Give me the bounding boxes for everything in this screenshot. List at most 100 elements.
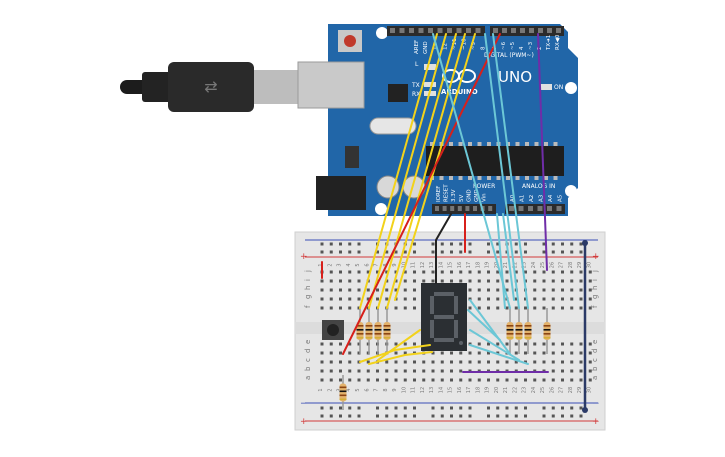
terminal-hole[interactable] [413,342,416,346]
resistor[interactable] [383,308,391,354]
terminal-hole[interactable] [505,342,509,346]
rail-hole[interactable] [385,414,389,418]
terminal-hole[interactable] [440,351,444,355]
rail-hole[interactable] [505,406,509,410]
terminal-hole[interactable] [366,297,370,301]
terminal-hole[interactable] [459,378,463,382]
header-pin[interactable] [390,28,395,33]
terminal-hole[interactable] [320,342,324,346]
terminal-hole[interactable] [505,378,509,382]
terminal-hole[interactable] [394,360,398,364]
rail-hole[interactable] [459,250,463,254]
rail-hole[interactable] [561,414,564,418]
header-pin[interactable] [502,28,507,33]
terminal-hole[interactable] [348,369,352,373]
rail-hole[interactable] [579,406,583,410]
rail-hole[interactable] [459,406,463,410]
terminal-hole[interactable] [413,279,416,283]
header-pin[interactable] [509,206,514,211]
terminal-hole[interactable] [431,351,435,355]
terminal-hole[interactable] [496,297,500,301]
terminal-hole[interactable] [579,288,583,292]
rail-hole[interactable] [339,250,342,254]
rail-hole[interactable] [329,414,333,418]
rail-hole[interactable] [570,242,574,246]
wire-yellow[interactable] [386,33,466,309]
rail-hole[interactable] [403,414,407,418]
terminal-hole[interactable] [570,279,574,283]
terminal-hole[interactable] [329,369,333,373]
terminal-hole[interactable] [339,369,342,373]
terminal-hole[interactable] [579,378,583,382]
terminal-hole[interactable] [394,306,398,310]
terminal-hole[interactable] [394,288,398,292]
header-pin[interactable] [437,28,443,33]
header-pin[interactable] [556,28,561,33]
terminal-hole[interactable] [496,279,500,283]
terminal-hole[interactable] [542,270,546,274]
resistor[interactable] [374,308,382,354]
terminal-hole[interactable] [320,378,324,382]
terminal-hole[interactable] [468,279,472,283]
resistor[interactable] [339,375,347,410]
rail-hole[interactable] [339,242,342,246]
rail-hole[interactable] [413,406,416,410]
rail-hole[interactable] [348,414,352,418]
terminal-hole[interactable] [468,270,472,274]
terminal-hole[interactable] [487,279,490,283]
terminal-hole[interactable] [339,270,342,274]
terminal-hole[interactable] [394,279,398,283]
terminal-hole[interactable] [403,297,407,301]
rail-hole[interactable] [339,414,342,418]
rail-hole[interactable] [542,414,546,418]
terminal-hole[interactable] [422,360,426,364]
rail-hole[interactable] [431,242,435,246]
rail-hole[interactable] [468,414,472,418]
terminal-hole[interactable] [394,270,398,274]
header-pin[interactable] [488,206,493,211]
terminal-hole[interactable] [533,360,537,364]
terminal-hole[interactable] [450,378,453,382]
header-pin[interactable] [428,28,433,33]
terminal-hole[interactable] [329,270,333,274]
terminal-hole[interactable] [579,369,583,373]
terminal-hole[interactable] [487,288,490,292]
terminal-hole[interactable] [561,288,564,292]
terminal-hole[interactable] [357,279,361,283]
rail-hole[interactable] [394,414,398,418]
rail-hole[interactable] [329,242,333,246]
terminal-hole[interactable] [385,378,389,382]
resistor[interactable] [506,308,514,354]
rail-hole[interactable] [468,242,472,246]
terminal-hole[interactable] [357,288,361,292]
terminal-hole[interactable] [357,351,361,355]
resistor[interactable] [356,308,364,354]
terminal-hole[interactable] [514,270,518,274]
header-pin[interactable] [511,28,516,33]
terminal-hole[interactable] [496,306,500,310]
terminal-hole[interactable] [561,360,564,364]
rail-hole[interactable] [450,414,453,418]
rail-hole[interactable] [431,250,435,254]
header-pin[interactable] [547,206,552,211]
terminal-hole[interactable] [477,342,481,346]
terminal-hole[interactable] [440,270,444,274]
terminal-hole[interactable] [348,342,352,346]
terminal-hole[interactable] [357,342,361,346]
resistor[interactable] [543,308,551,354]
rail-hole[interactable] [385,250,389,254]
terminal-hole[interactable] [496,351,500,355]
wire-cyan[interactable] [467,309,501,341]
rail-hole[interactable] [551,406,555,410]
terminal-hole[interactable] [422,378,426,382]
terminal-hole[interactable] [320,297,324,301]
terminal-hole[interactable] [413,297,416,301]
terminal-hole[interactable] [487,297,490,301]
terminal-hole[interactable] [524,378,527,382]
rail-hole[interactable] [357,250,361,254]
terminal-hole[interactable] [366,378,370,382]
terminal-hole[interactable] [468,297,472,301]
rail-hole[interactable] [320,414,324,418]
terminal-hole[interactable] [570,288,574,292]
rail-hole[interactable] [357,406,361,410]
